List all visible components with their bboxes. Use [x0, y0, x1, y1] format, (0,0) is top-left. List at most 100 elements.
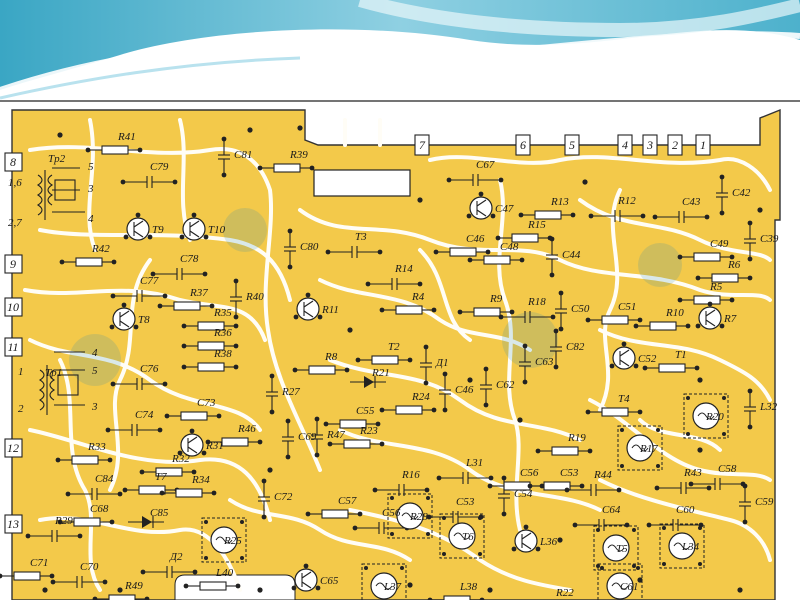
connector-pad [4, 297, 23, 317]
resistor [305, 509, 363, 519]
connector-label: 12 [7, 441, 19, 455]
transistor [511, 524, 541, 553]
resistor [257, 163, 315, 173]
component-label: R19 [567, 432, 586, 444]
via-dot [347, 327, 353, 333]
tp1-pin-number: 4 [92, 347, 98, 359]
capacitor [555, 290, 567, 332]
component-label: C78 [180, 253, 199, 265]
resistor [495, 233, 553, 243]
connector-label: 11 [7, 340, 18, 354]
component-label: R25 [223, 535, 242, 547]
resistor [527, 481, 585, 491]
component-label: C57 [338, 495, 357, 507]
component-label: R31 [205, 440, 224, 452]
resistor [85, 145, 143, 155]
connector-pad [4, 337, 23, 357]
connector-pad [4, 438, 23, 458]
resistor [585, 315, 643, 325]
component-label: C56 [382, 507, 401, 519]
connector-pad [695, 134, 711, 156]
inductor-coil [597, 563, 643, 600]
resistor [0, 571, 55, 581]
resistor [159, 488, 217, 498]
component-label: R44 [593, 469, 612, 481]
component-label: T3 [355, 231, 367, 243]
transistor [123, 212, 153, 241]
capacitor [120, 176, 178, 188]
component-label: C60 [676, 504, 695, 516]
tp2-pin-number: 4 [88, 213, 94, 225]
component-label: C50 [571, 303, 590, 315]
capacitor [716, 174, 728, 216]
resistor [427, 595, 485, 600]
component-label: L34 [681, 541, 700, 553]
tp2-pin-number: 3 [87, 183, 94, 195]
via-dot [487, 587, 493, 593]
watermark [69, 208, 682, 386]
via-dot [697, 377, 703, 383]
via-dot [42, 587, 48, 593]
tp2-pin-number: 5 [88, 161, 94, 173]
board-cutout [313, 169, 411, 197]
component-label: C82 [566, 341, 585, 353]
component-label: R40 [245, 291, 264, 303]
component-label: R21 [371, 367, 390, 379]
component-label: R15 [527, 219, 546, 231]
via-dot [57, 132, 63, 138]
capacitor [546, 236, 558, 278]
capacitor [311, 416, 323, 458]
component-label: R5 [709, 281, 723, 293]
via-dot [517, 417, 523, 423]
tp2-label: Tp2 [48, 153, 66, 165]
tp1-terminal-label: 2 [18, 403, 24, 415]
capacitor [140, 566, 198, 578]
via-dot [697, 447, 703, 453]
resistor [677, 252, 735, 262]
capacitor [550, 328, 562, 370]
transformer-tp1 [38, 351, 85, 415]
component-label: R43 [683, 467, 702, 479]
connector-label: 3 [646, 138, 653, 152]
resistor [292, 365, 350, 375]
component-label: C39 [760, 233, 779, 245]
inductor-coil [617, 425, 663, 471]
capacitor [150, 268, 208, 280]
component-label: C43 [682, 196, 701, 208]
connector-pad [617, 134, 633, 156]
resistor [164, 411, 222, 421]
component-label: C74 [135, 409, 154, 421]
capacitor [744, 388, 756, 430]
transistor [109, 302, 139, 331]
component-label: C55 [356, 405, 375, 417]
component-label: R10 [665, 307, 684, 319]
capacitor [230, 278, 242, 320]
via-dot [557, 537, 563, 543]
connector-pad [564, 134, 580, 156]
component-label: R37 [189, 287, 208, 299]
capacitor [65, 488, 123, 500]
capacitor [480, 366, 492, 408]
component-label: T1 [675, 349, 687, 361]
resistor [181, 341, 239, 351]
capacitor [365, 278, 423, 290]
capacitor [50, 576, 108, 588]
connector-label: 10 [7, 300, 19, 314]
capacitor [564, 484, 622, 496]
component-label: R11 [321, 304, 339, 316]
tp1-label: Tp1 [45, 367, 62, 379]
component-label: C77 [140, 275, 159, 287]
component-label: R4 [411, 291, 425, 303]
via-dot [257, 587, 263, 593]
tp1-terminal-label: 1 [18, 366, 24, 378]
component-label: R49 [124, 580, 143, 592]
via-dot [757, 207, 763, 213]
component-label: R47 [326, 429, 345, 441]
component-label: R29 [54, 515, 73, 527]
component-label: C76 [140, 363, 159, 375]
inductor-coil [593, 525, 639, 571]
resistor [379, 405, 437, 415]
